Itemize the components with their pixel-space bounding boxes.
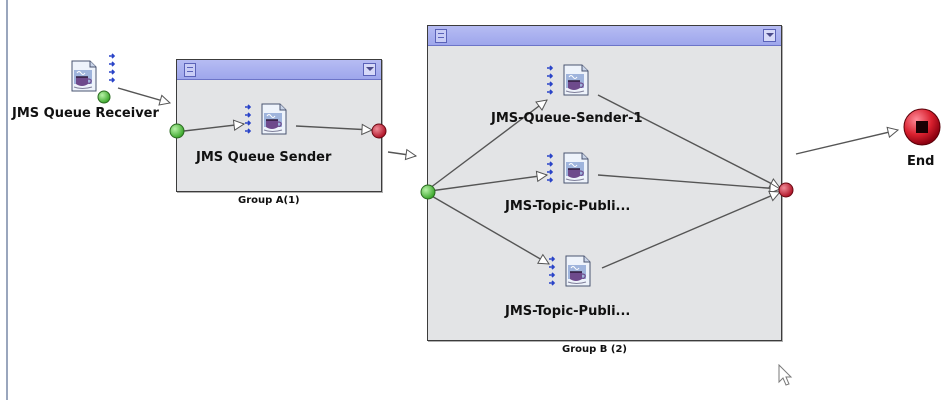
- group-a-caption: Group A(1): [238, 195, 300, 206]
- jms-topic-publisher-1-label: JMS-Topic-Publi...: [505, 199, 631, 214]
- connector: [387, 152, 416, 156]
- jms-queue-sender-1-label: JMS-Queue-Sender-1: [491, 111, 643, 126]
- stop-icon: [916, 121, 928, 133]
- group-icon: [184, 63, 196, 77]
- group-b-header[interactable]: [428, 26, 781, 46]
- connector: [117, 87, 170, 103]
- left-border: [6, 0, 8, 400]
- inbound-arrows-icon: [108, 53, 115, 83]
- group-b-caption: Group B (2): [562, 344, 627, 355]
- group-a-container[interactable]: [176, 59, 382, 192]
- group-b-container[interactable]: [427, 25, 782, 341]
- jms-topic-publisher-2-label: JMS-Topic-Publi...: [505, 304, 631, 319]
- group-b-dropdown-button[interactable]: [763, 29, 776, 42]
- jms-queue-sender-label: JMS Queue Sender: [196, 150, 332, 165]
- group-a-dropdown-button[interactable]: [363, 63, 376, 76]
- connector: [795, 130, 898, 155]
- receiver-output-port[interactable]: [97, 90, 111, 104]
- jms-queue-receiver-label: JMS Queue Receiver: [12, 106, 159, 121]
- end-label: End: [907, 154, 935, 169]
- jms-queue-receiver-node[interactable]: [71, 53, 115, 92]
- group-icon: [435, 29, 447, 43]
- group-a-header[interactable]: [177, 60, 381, 80]
- mouse-cursor-icon: [778, 364, 793, 386]
- document-icon: [71, 60, 97, 92]
- end-node[interactable]: [903, 108, 941, 146]
